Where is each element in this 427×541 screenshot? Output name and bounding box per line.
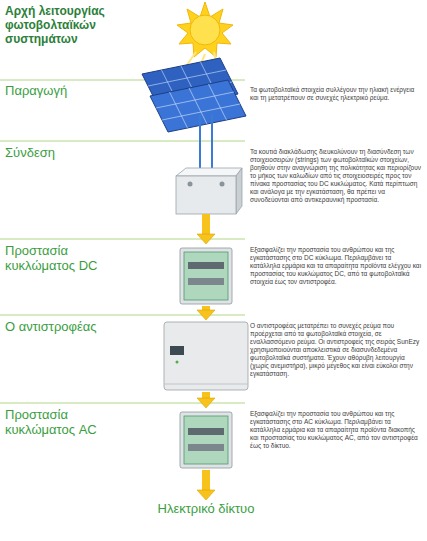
cable-gland — [220, 182, 225, 187]
stage-heading: Ο αντιστροφέας — [5, 320, 123, 335]
stage-heading: Προστασία κυκλώματος AC — [5, 408, 123, 437]
sun-rays — [177, 2, 233, 57]
ac-enclosure — [180, 412, 232, 468]
end-label-node: Ηλεκτρικό δίκτυο — [130, 500, 282, 520]
arrow-shaft — [202, 214, 210, 228]
arrow-shaft — [202, 470, 210, 491]
stage-description: Εξασφαλίζει την προστασία του ανθρώπου κ… — [250, 410, 422, 450]
arrow-head — [197, 234, 215, 244]
inverter-case — [164, 322, 248, 390]
cable-line — [200, 114, 212, 146]
flow-arrow — [197, 306, 215, 320]
stage-heading: Παραγωγή — [5, 84, 123, 99]
junction-box-side — [236, 168, 242, 214]
panel-grid — [156, 84, 240, 128]
junction-box — [176, 176, 236, 214]
inverter-base — [164, 384, 248, 385]
stage-band: Προστασία κυκλώματος AC Εξασφαλίζει την π… — [0, 408, 427, 470]
stage-heading: Σύνδεση — [5, 146, 123, 161]
inverter-led — [176, 361, 179, 364]
dc-breakers — [188, 278, 224, 285]
stage-heading: Προστασία κυκλώματος DC — [5, 244, 123, 273]
cable-gland — [188, 182, 193, 187]
stage-band: Ο αντιστροφέας Ο αντιστροφέας μετατρέπει … — [0, 320, 427, 392]
flow-arrow — [197, 228, 215, 244]
stage-description: Τα κουτιά διακλάδωσης διευκολύνουν τη δι… — [250, 148, 422, 204]
ac-breakers — [188, 444, 224, 451]
arrow-head — [197, 490, 215, 500]
cable-connector — [200, 114, 212, 146]
arrow-head — [197, 398, 215, 408]
ac-door — [184, 416, 228, 464]
dc-door — [184, 252, 228, 300]
sun-disc — [190, 15, 220, 45]
stage-band: Παραγωγή Τα φωτοβολταϊκά στοιχεία συλλέγο… — [0, 84, 427, 114]
dc-enclosure — [180, 248, 232, 304]
cable — [200, 146, 212, 170]
stage-description: Τα φωτοβολταϊκά στοιχεία συλλέγουν την η… — [250, 86, 422, 102]
stage-description: Εξασφαλίζει την προστασία του ανθρώπου κ… — [250, 246, 422, 286]
grid-label: Ηλεκτρικό δίκτυο — [130, 500, 282, 518]
inverter-display — [170, 346, 184, 355]
stage-band: Προστασία κυκλώματος DC Εξασφαλίζει την π… — [0, 244, 427, 306]
stage-description: Ο αντιστροφέας μετατρέπει το συνεχές ρεύ… — [250, 322, 422, 378]
separator-line — [0, 141, 245, 142]
flow-arrow — [197, 392, 215, 408]
title-text: Αρχή λειτουργίας φωτοβολταϊκών συστημάτω… — [5, 4, 130, 46]
stage-band: Σύνδεση Τα κουτιά διακλάδωσης διευκολύνου… — [0, 146, 427, 228]
pv-panel — [150, 80, 246, 132]
dc-breakers — [188, 262, 224, 269]
flow-arrow — [197, 470, 215, 500]
junction-box-top — [176, 168, 242, 176]
arrow-head — [197, 310, 215, 320]
ac-breakers — [188, 428, 224, 435]
